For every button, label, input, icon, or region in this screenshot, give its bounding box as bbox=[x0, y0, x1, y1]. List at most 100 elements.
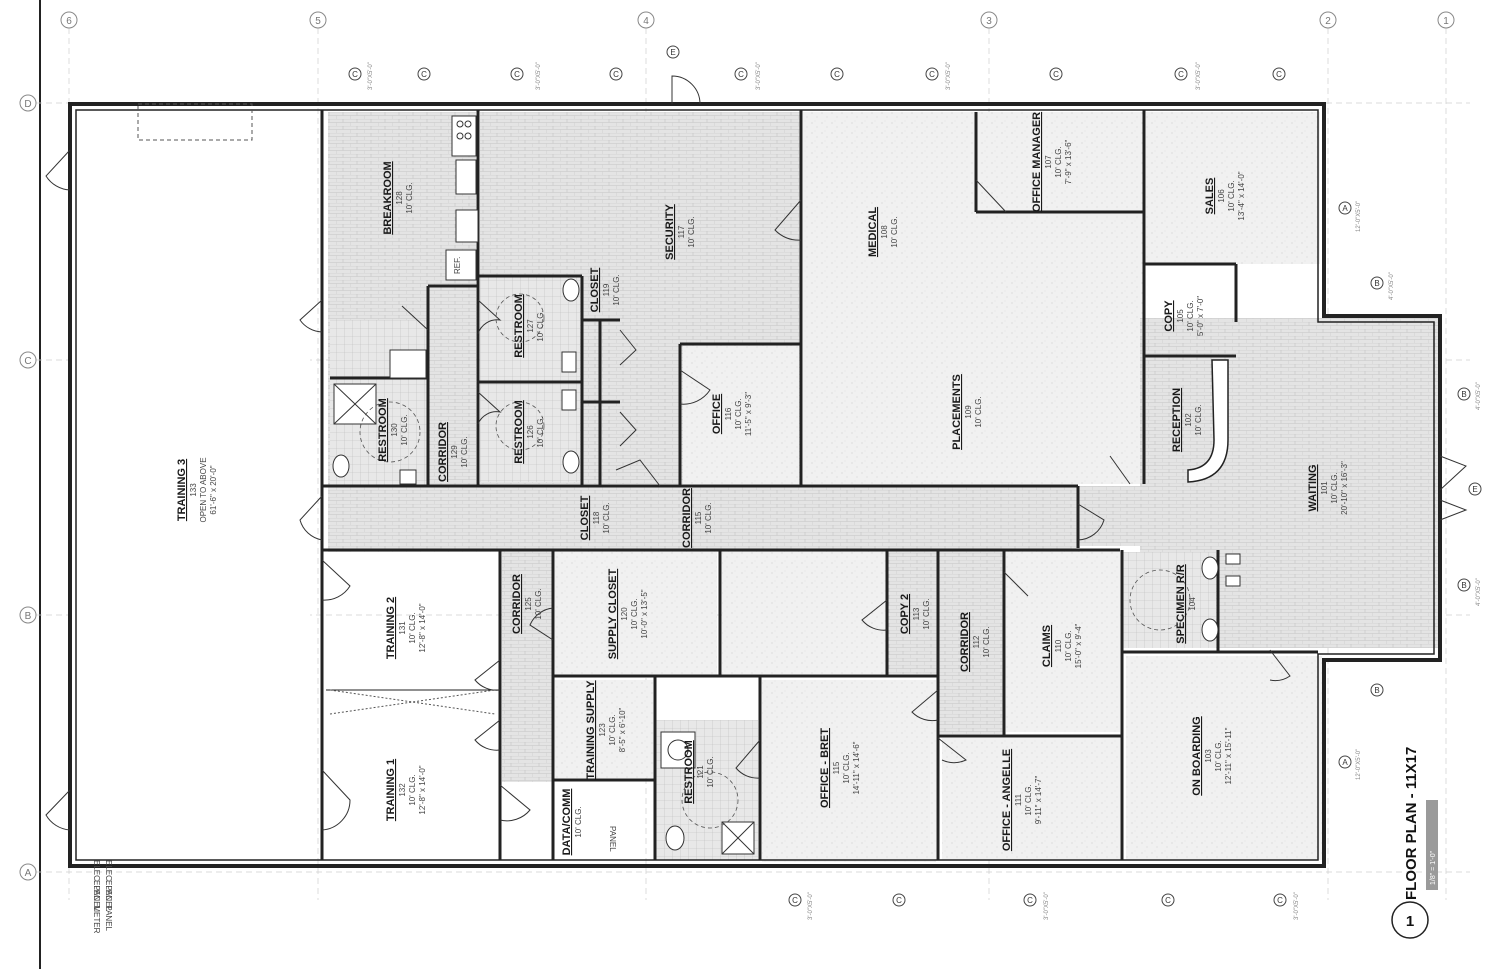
svg-text:14'-11" x 14'-6": 14'-11" x 14'-6" bbox=[852, 741, 861, 794]
svg-text:C: C bbox=[792, 896, 798, 905]
svg-text:10' CLG.: 10' CLG. bbox=[1064, 630, 1073, 661]
svg-text:CORRIDOR: CORRIDOR bbox=[437, 422, 449, 482]
svg-text:CLAIMS: CLAIMS bbox=[1041, 625, 1053, 667]
svg-text:OFFICE MANAGER: OFFICE MANAGER bbox=[1031, 112, 1043, 212]
room-label-office-bret: OFFICE - BRET 115 10' CLG. 14'-11" x 14'… bbox=[819, 728, 861, 808]
svg-text:10' CLG.: 10' CLG. bbox=[460, 436, 469, 467]
svg-text:123: 123 bbox=[598, 723, 607, 737]
svg-text:CORRIDOR: CORRIDOR bbox=[681, 488, 693, 548]
svg-text:107: 107 bbox=[1044, 155, 1053, 169]
svg-text:C: C bbox=[834, 70, 840, 79]
svg-text:15'-0" x 9'-4": 15'-0" x 9'-4" bbox=[1074, 623, 1083, 668]
svg-text:10' CLG.: 10' CLG. bbox=[405, 182, 414, 213]
svg-text:6: 6 bbox=[66, 16, 72, 27]
svg-text:OFFICE - ANGELLE: OFFICE - ANGELLE bbox=[1001, 749, 1013, 851]
svg-text:115: 115 bbox=[694, 511, 703, 524]
svg-text:10' CLG.: 10' CLG. bbox=[574, 806, 583, 837]
grid-bubble-6: 6 bbox=[60, 11, 78, 29]
svg-text:10' CLG.: 10' CLG. bbox=[1227, 180, 1236, 211]
svg-text:3'-0"X5'-0": 3'-0"X5'-0" bbox=[1044, 892, 1050, 920]
room-label-restroom-130: RESTROOM 130 10' CLG. bbox=[377, 398, 409, 462]
grid-bubble-a: A bbox=[19, 863, 37, 881]
svg-text:10' CLG.: 10' CLG. bbox=[400, 414, 409, 445]
svg-text:A: A bbox=[25, 868, 32, 879]
svg-text:TRAINING 2: TRAINING 2 bbox=[385, 597, 397, 659]
svg-text:10' CLG.: 10' CLG. bbox=[687, 216, 696, 247]
svg-text:10' CLG.: 10' CLG. bbox=[536, 310, 545, 341]
room-label-corridor-115: CORRIDOR 115 10' CLG. bbox=[681, 488, 713, 548]
svg-text:12'-0"X5'-0": 12'-0"X5'-0" bbox=[1356, 749, 1362, 780]
room-label-copy-2: COPY 2 113 10' CLG. bbox=[899, 594, 931, 634]
svg-text:104: 104 bbox=[1188, 597, 1197, 611]
svg-text:TRAINING SUPPLY: TRAINING SUPPLY bbox=[585, 680, 597, 780]
svg-text:TRAINING 3: TRAINING 3 bbox=[176, 459, 188, 521]
sheet-number: 1 bbox=[1406, 913, 1414, 930]
svg-text:BREAKROOM: BREAKROOM bbox=[382, 161, 394, 234]
room-label-specimen-rr: SPECIMEN R/R 104 bbox=[1175, 564, 1197, 644]
room-label-waiting: WAITING 101 10' CLG. 20'-10" x 16'-3" bbox=[1307, 461, 1349, 515]
window-tags-bottom: C C C C C bbox=[788, 893, 1287, 907]
svg-text:A: A bbox=[1342, 204, 1348, 213]
room-label-medical: MEDICAL 108 10' CLG. bbox=[867, 207, 899, 257]
svg-text:130: 130 bbox=[390, 423, 399, 437]
svg-text:10'-0" x 13'-5": 10'-0" x 13'-5" bbox=[640, 589, 649, 638]
svg-text:10' CLG.: 10' CLG. bbox=[630, 598, 639, 629]
svg-text:10' CLG.: 10' CLG. bbox=[602, 502, 611, 533]
svg-text:2: 2 bbox=[1325, 16, 1331, 27]
svg-text:ELEC. METER: ELEC. METER bbox=[92, 880, 101, 934]
svg-text:128: 128 bbox=[395, 191, 404, 205]
room-label-office-116: OFFICE 116 10' CLG. 11'-5" x 9'-3" bbox=[711, 392, 753, 436]
svg-text:3: 3 bbox=[986, 16, 992, 27]
svg-text:COPY 2: COPY 2 bbox=[899, 594, 911, 634]
room-label-reception: RECEPTION 102 10' CLG. bbox=[1171, 388, 1203, 452]
svg-text:B: B bbox=[1461, 390, 1466, 399]
svg-text:10' CLG.: 10' CLG. bbox=[890, 216, 899, 247]
svg-text:13'-4" x 14'-0": 13'-4" x 14'-0" bbox=[1237, 171, 1246, 220]
ada-turn-circles bbox=[359, 293, 1191, 829]
svg-text:127: 127 bbox=[526, 319, 535, 333]
sheet-title: FLOOR PLAN - 11X17 bbox=[1403, 747, 1420, 900]
svg-text:10' CLG.: 10' CLG. bbox=[974, 396, 983, 427]
svg-text:9'-11" x 14'-7": 9'-11" x 14'-7" bbox=[1034, 776, 1043, 825]
grid-bubble-5: 5 bbox=[309, 11, 327, 29]
room-label-sales: SALES 106 10' CLG. 13'-4" x 14'-0" bbox=[1204, 171, 1246, 220]
svg-text:CORRIDOR: CORRIDOR bbox=[959, 612, 971, 672]
svg-text:4'-0"X5'-0": 4'-0"X5'-0" bbox=[1476, 578, 1482, 606]
reception-desk bbox=[1187, 359, 1229, 483]
svg-text:SECURITY: SECURITY bbox=[664, 204, 676, 260]
svg-text:TRAINING 1: TRAINING 1 bbox=[385, 759, 397, 821]
room-label-closet-118: CLOSET 118 10' CLG. bbox=[579, 495, 611, 540]
svg-text:3'-0"X5'-0": 3'-0"X5'-0" bbox=[1294, 892, 1300, 920]
grid-bubble-1: 1 bbox=[1437, 11, 1455, 29]
window-dimension-notes: 3'-0"X5'-0" 3'-0"X5'-0" 3'-0"X5'-0" 3'-0… bbox=[368, 62, 1482, 920]
svg-text:131: 131 bbox=[398, 621, 407, 635]
grid-bubble-2: 2 bbox=[1319, 11, 1337, 29]
room-label-training-2: TRAINING 2 131 10' CLG. 12'-8" x 14'-0" bbox=[385, 597, 427, 659]
room-label-placements: PLACEMENTS 109 10' CLG. bbox=[951, 374, 983, 450]
svg-text:111: 111 bbox=[1014, 793, 1023, 806]
room-label-training-3: TRAINING 3 133 OPEN TO ABOVE 61'-6" x 20… bbox=[176, 457, 218, 522]
svg-text:OFFICE - BRET: OFFICE - BRET bbox=[819, 728, 831, 808]
room-label-copy: COPY 105 10' CLG. 5'-0" x 7'-0" bbox=[1163, 296, 1205, 336]
svg-text:7'-9" x 13'-6": 7'-9" x 13'-6" bbox=[1064, 139, 1073, 184]
svg-text:20'-10" x 16'-3": 20'-10" x 16'-3" bbox=[1340, 461, 1349, 515]
svg-text:3'-0"X5'-0": 3'-0"X5'-0" bbox=[1196, 62, 1202, 90]
svg-text:1: 1 bbox=[1443, 16, 1449, 27]
storefront-windows bbox=[137, 103, 496, 715]
svg-text:E: E bbox=[1472, 485, 1477, 494]
svg-text:12'-8" x 14'-0": 12'-8" x 14'-0" bbox=[418, 765, 427, 814]
svg-text:4'-0"X5'-0": 4'-0"X5'-0" bbox=[1389, 272, 1395, 300]
grid-bubble-b: B bbox=[19, 606, 37, 624]
svg-text:12'-8" x 14'-0": 12'-8" x 14'-0" bbox=[418, 603, 427, 652]
grid-bubble-4: 4 bbox=[637, 11, 655, 29]
svg-text:SALES: SALES bbox=[1204, 178, 1216, 215]
svg-text:3'-0"X5'-0": 3'-0"X5'-0" bbox=[756, 62, 762, 90]
svg-text:10' CLG.: 10' CLG. bbox=[982, 626, 991, 657]
svg-text:108: 108 bbox=[880, 225, 889, 239]
room-label-corridor-129: CORRIDOR 129 10' CLG. bbox=[437, 422, 469, 482]
room-label-office-angelle: OFFICE - ANGELLE 111 10' CLG. 9'-11" x 1… bbox=[1001, 749, 1043, 851]
svg-text:C: C bbox=[421, 70, 427, 79]
svg-text:110: 110 bbox=[1054, 639, 1063, 652]
svg-text:10' CLG.: 10' CLG. bbox=[704, 502, 713, 533]
svg-text:C: C bbox=[738, 70, 744, 79]
